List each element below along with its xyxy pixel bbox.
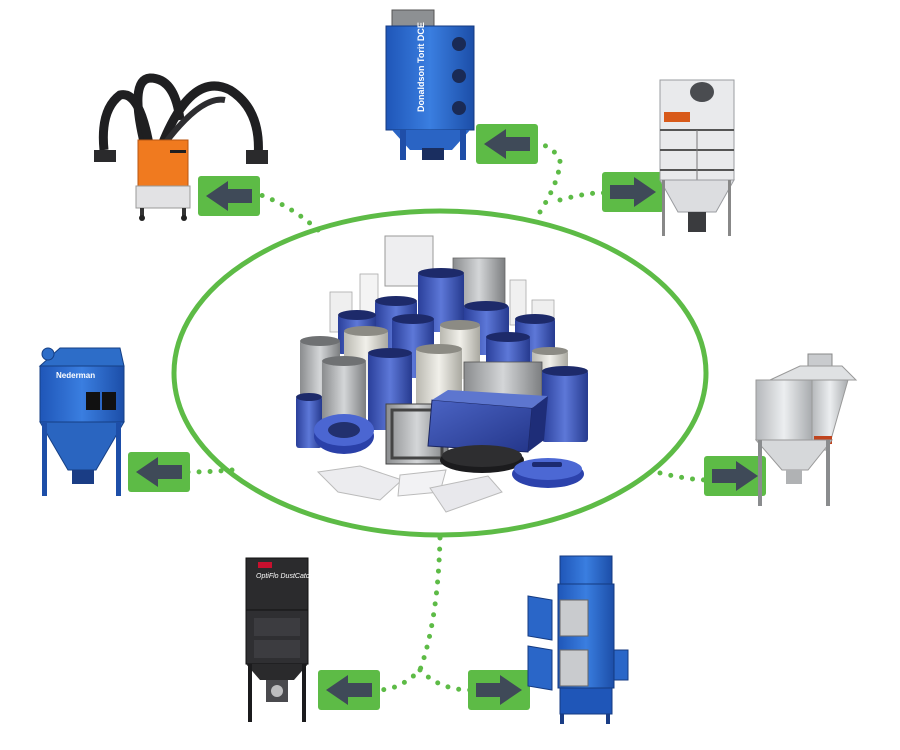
arrow-to-fume-extractor [198, 176, 260, 216]
connector-to-fume-extractor [255, 191, 321, 233]
optiflo-dustcatcher: OptiFlo DustCatcher [245, 557, 320, 722]
connector-to-optiflo-dustcatcher [375, 535, 443, 693]
arrow-to-nederman-collector [128, 452, 190, 492]
connector-to-white-cabinet-collector [557, 190, 608, 203]
arrows [128, 124, 766, 710]
arrow-to-white-cabinet-collector [602, 172, 664, 212]
fume-extractor [94, 73, 268, 221]
replacement-filters-group [296, 235, 588, 513]
donaldson-torit-dce: Donaldson Torit DCE [385, 9, 475, 160]
arrow-to-hopper-collector [704, 456, 766, 496]
filter-bag [316, 465, 403, 501]
donaldson-brand-label: Donaldson Torit DCE [416, 22, 426, 112]
arrow-to-donaldson-torit-dce [476, 124, 538, 164]
connector-to-blue-cabinet-collector [417, 667, 473, 693]
connector-to-hopper-collector [657, 470, 708, 483]
blue-cabinet-collector [527, 555, 629, 724]
arrow-to-blue-cabinet-collector [468, 670, 530, 710]
nederman-collector: Nederman [38, 347, 125, 496]
white-cabinet-collector [659, 79, 735, 236]
central-ring [171, 208, 709, 538]
arrow-to-optiflo-dustcatcher [318, 670, 380, 710]
optiflo-brand-label: OptiFlo DustCatcher [256, 573, 320, 580]
connector-to-nederman-collector [185, 467, 235, 475]
nederman-brand-label: Nederman [56, 371, 95, 380]
hopper-collector [754, 353, 858, 506]
connector-to-donaldson-torit-dce [532, 140, 563, 215]
